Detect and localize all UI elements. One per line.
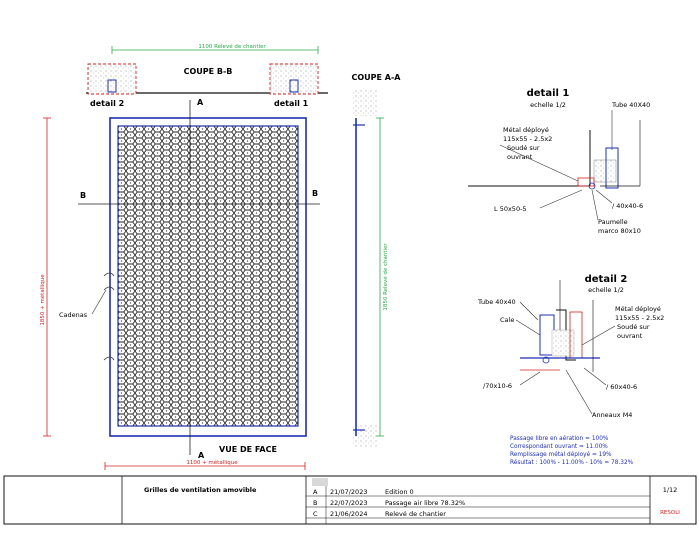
- detail1-angle-label: L 50x50-5: [494, 205, 527, 213]
- revision-a-letter: A: [313, 488, 318, 496]
- front-vertical-dimension: 1850 + métallique: [39, 274, 46, 326]
- detail2-title: detail 2: [585, 274, 628, 285]
- section-aa-dimension: 1850 Relevé de chantier: [382, 243, 389, 311]
- detail2-tag: detail 2: [90, 99, 124, 108]
- detail1-paumelle-1: Paumelle: [598, 218, 628, 226]
- top-section: 1100 Relevé de chantier COUPE B-B detail…: [86, 43, 328, 108]
- detail1-metal-label: Métal déployé: [503, 126, 549, 134]
- revision-a-text: Edition 0: [385, 488, 414, 496]
- section-aa-title: COUPE A-A: [352, 73, 402, 82]
- detail2-weld-1: Soudé sur: [617, 323, 650, 331]
- company-name: RESOLI: [660, 510, 680, 516]
- revision-b-text: Passage air libre 78.32%: [385, 499, 465, 507]
- detail2-note-4: Résultat : 100% - 11.00% - 10% = 78.32%: [510, 459, 634, 466]
- front-view: A A B B Cadenas 1850 + métallique 1100 +…: [39, 98, 320, 470]
- detail2-note-3: Remplissage métal déployé = 19%: [510, 451, 612, 458]
- revision-b-date: 22/07/2023: [330, 499, 367, 507]
- front-view-label: VUE DE FACE: [219, 445, 277, 454]
- detail1-tube-label: Tube 40X40: [611, 101, 650, 109]
- detail1: detail 1 echelle 1/2 Tube 40X40 Métal dé…: [468, 88, 650, 235]
- detail2-metal-spec: 115x55 - 2.5x2: [615, 314, 664, 322]
- revision-c-text: Relevé de chantier: [385, 510, 446, 518]
- drawing-scale: 1/12: [663, 486, 678, 494]
- detail2-anneaux: Anneaux M4: [592, 411, 632, 419]
- section-b-left: B: [80, 191, 86, 200]
- revision-b-letter: B: [313, 499, 317, 507]
- revision-c-date: 21/06/2024: [330, 510, 367, 518]
- revision-c-letter: C: [313, 510, 318, 518]
- padlock-icon: [103, 272, 115, 361]
- cadenas-label: Cadenas: [59, 311, 88, 319]
- detail1-scale: echelle 1/2: [530, 101, 566, 109]
- section-b-right: B: [312, 189, 318, 198]
- detail2-flat-right: / 60x40-6: [606, 383, 637, 391]
- detail1-title: detail 1: [527, 88, 570, 99]
- detail2-cale-label: Cale: [500, 316, 514, 324]
- title-block-title: Grilles de ventilation amovible: [144, 486, 257, 494]
- detail1-metal-spec: 115x55 - 2.5x2: [503, 135, 552, 143]
- detail2-note-1: Passage libre en aération = 100%: [510, 435, 609, 442]
- section-a-top: A: [197, 98, 204, 107]
- section-a-bottom: A: [198, 451, 205, 460]
- detail1-paumelle-2: marco 80x10: [598, 227, 641, 235]
- title-block: Grilles de ventilation amovible A 21/07/…: [3, 475, 697, 525]
- detail1-weld-1: Soudé sur: [507, 144, 540, 152]
- detail2-metal-label: Métal déployé: [615, 305, 661, 313]
- front-bottom-dimension: 1100 + métallique: [186, 459, 238, 466]
- detail2-flat-left: /70x10-6: [483, 382, 512, 390]
- detail2-tube-label: Tube 40x40: [477, 298, 516, 306]
- detail1-flat-label: / 40x40-6: [612, 202, 643, 210]
- detail1-weld-2: ouvrant: [507, 153, 533, 161]
- detail1-tag: detail 1: [274, 99, 309, 108]
- revision-a-date: 21/07/2023: [330, 488, 367, 496]
- detail2-weld-2: ouvrant: [617, 332, 643, 340]
- detail2-note-2: Correspondant ouvrant = 11.00%: [510, 444, 608, 450]
- section-bb-title: COUPE B-B: [184, 67, 233, 76]
- top-dimension-label: 1100 Relevé de chantier: [198, 43, 266, 50]
- detail2-scale: echelle 1/2: [588, 286, 624, 294]
- section-aa: COUPE A-A 1850 Relevé de chantier: [352, 73, 402, 447]
- detail2: detail 2 echelle 1/2 Tube 40x40 Cale Mét…: [477, 274, 664, 466]
